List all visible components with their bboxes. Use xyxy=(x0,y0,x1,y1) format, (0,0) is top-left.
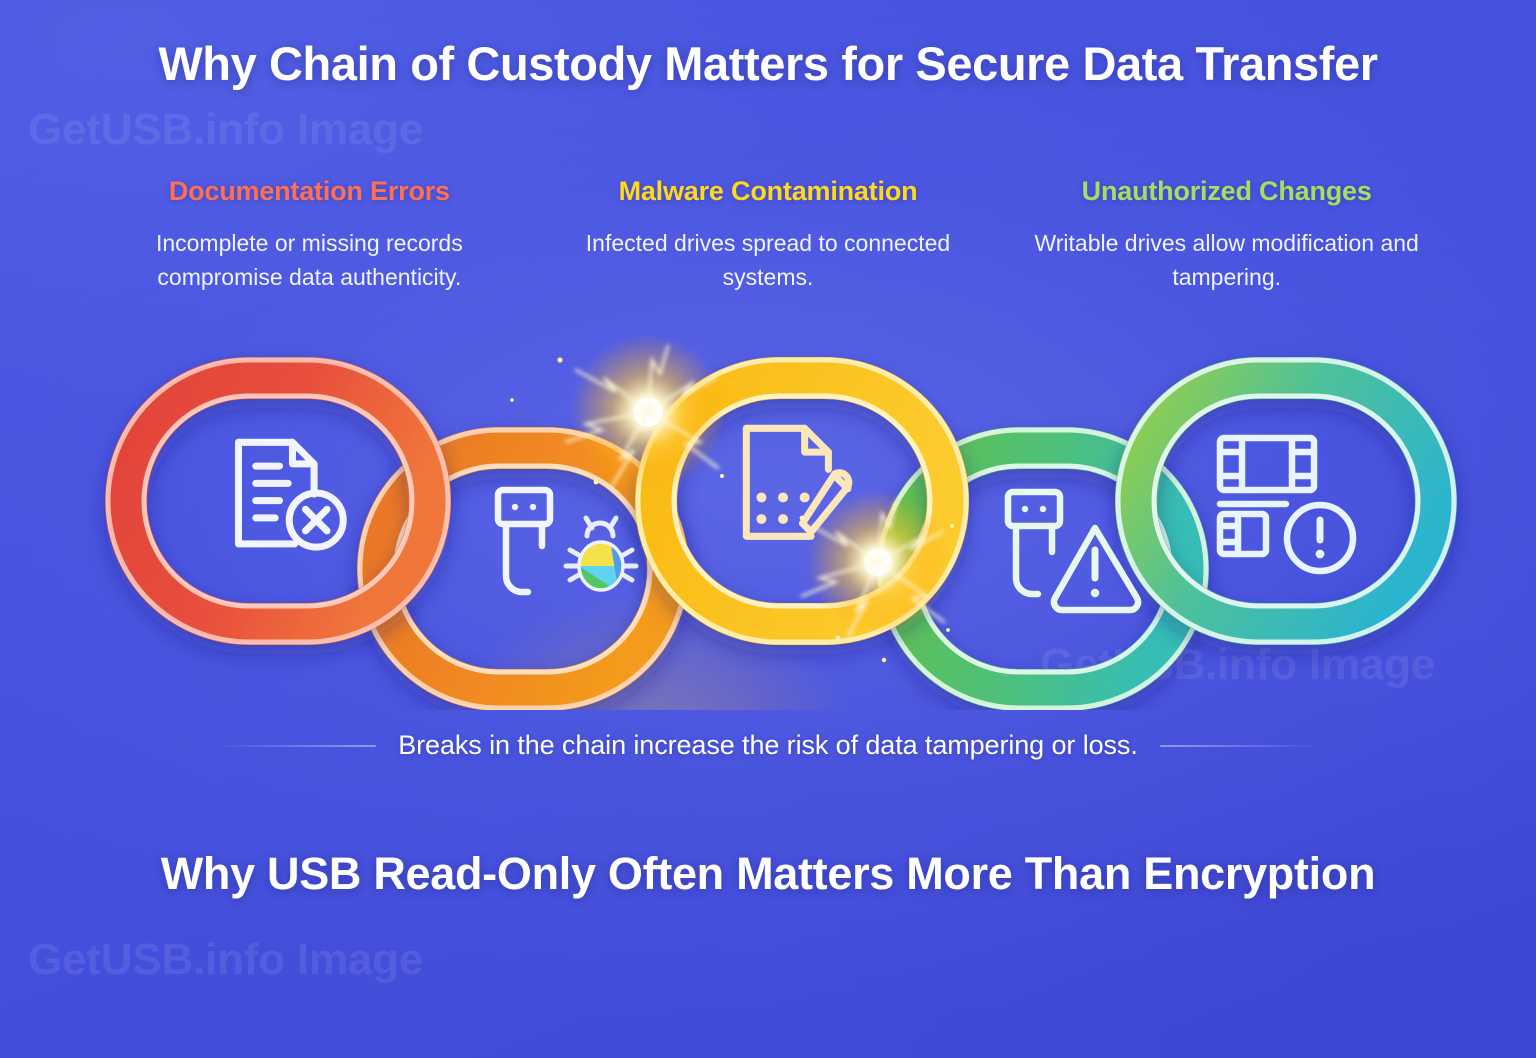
risk-column-documentation-errors: Documentation Errors Incomplete or missi… xyxy=(80,176,539,295)
risk-column-unauthorized-changes: Unauthorized Changes Writable drives all… xyxy=(997,176,1456,295)
risk-title-malware-contamination: Malware Contamination xyxy=(618,176,918,206)
risk-title-unauthorized-changes: Unauthorized Changes xyxy=(1081,176,1372,206)
spark-break-one xyxy=(510,334,731,490)
usb-warning-icon xyxy=(1004,488,1142,614)
risk-columns: Documentation Errors Incomplete or missi… xyxy=(80,176,1456,295)
chain-link-data-alert xyxy=(1115,357,1457,645)
document-x-icon xyxy=(234,438,347,551)
watermark-bottom-left: GetUSB.info Image xyxy=(28,935,424,984)
caption-rule-right xyxy=(1159,744,1320,747)
bug-glyph xyxy=(563,515,639,592)
filmstrip-alert-icon xyxy=(1216,434,1357,575)
document-pencil-icon xyxy=(742,424,853,540)
usb-bug-icon xyxy=(494,486,639,596)
risk-column-malware-contamination: Malware Contamination Infected drives sp… xyxy=(539,176,998,295)
chain-illustration xyxy=(0,330,1536,710)
chain-caption-row: Breaks in the chain increase the risk of… xyxy=(0,730,1536,761)
chain-link-document-edit xyxy=(635,357,969,645)
chain-caption: Breaks in the chain increase the risk of… xyxy=(398,730,1138,760)
risk-description-documentation-errors: Incomplete or missing records compromise… xyxy=(155,230,463,290)
watermark-top-left: GetUSB.info Image xyxy=(28,105,424,154)
risk-description-malware-contamination: Infected drives spread to connected syst… xyxy=(585,230,951,290)
chain-link-document-error xyxy=(105,357,451,645)
spark-break-two xyxy=(799,490,954,663)
bottom-headline: Why USB Read-Only Often Matters More Tha… xyxy=(160,848,1376,899)
caption-rule-left xyxy=(216,744,377,747)
risk-title-documentation-errors: Documentation Errors xyxy=(168,176,450,206)
page-title: Why Chain of Custody Matters for Secure … xyxy=(158,37,1378,90)
risk-description-unauthorized-changes: Writable drives allow modification and t… xyxy=(1034,230,1419,290)
